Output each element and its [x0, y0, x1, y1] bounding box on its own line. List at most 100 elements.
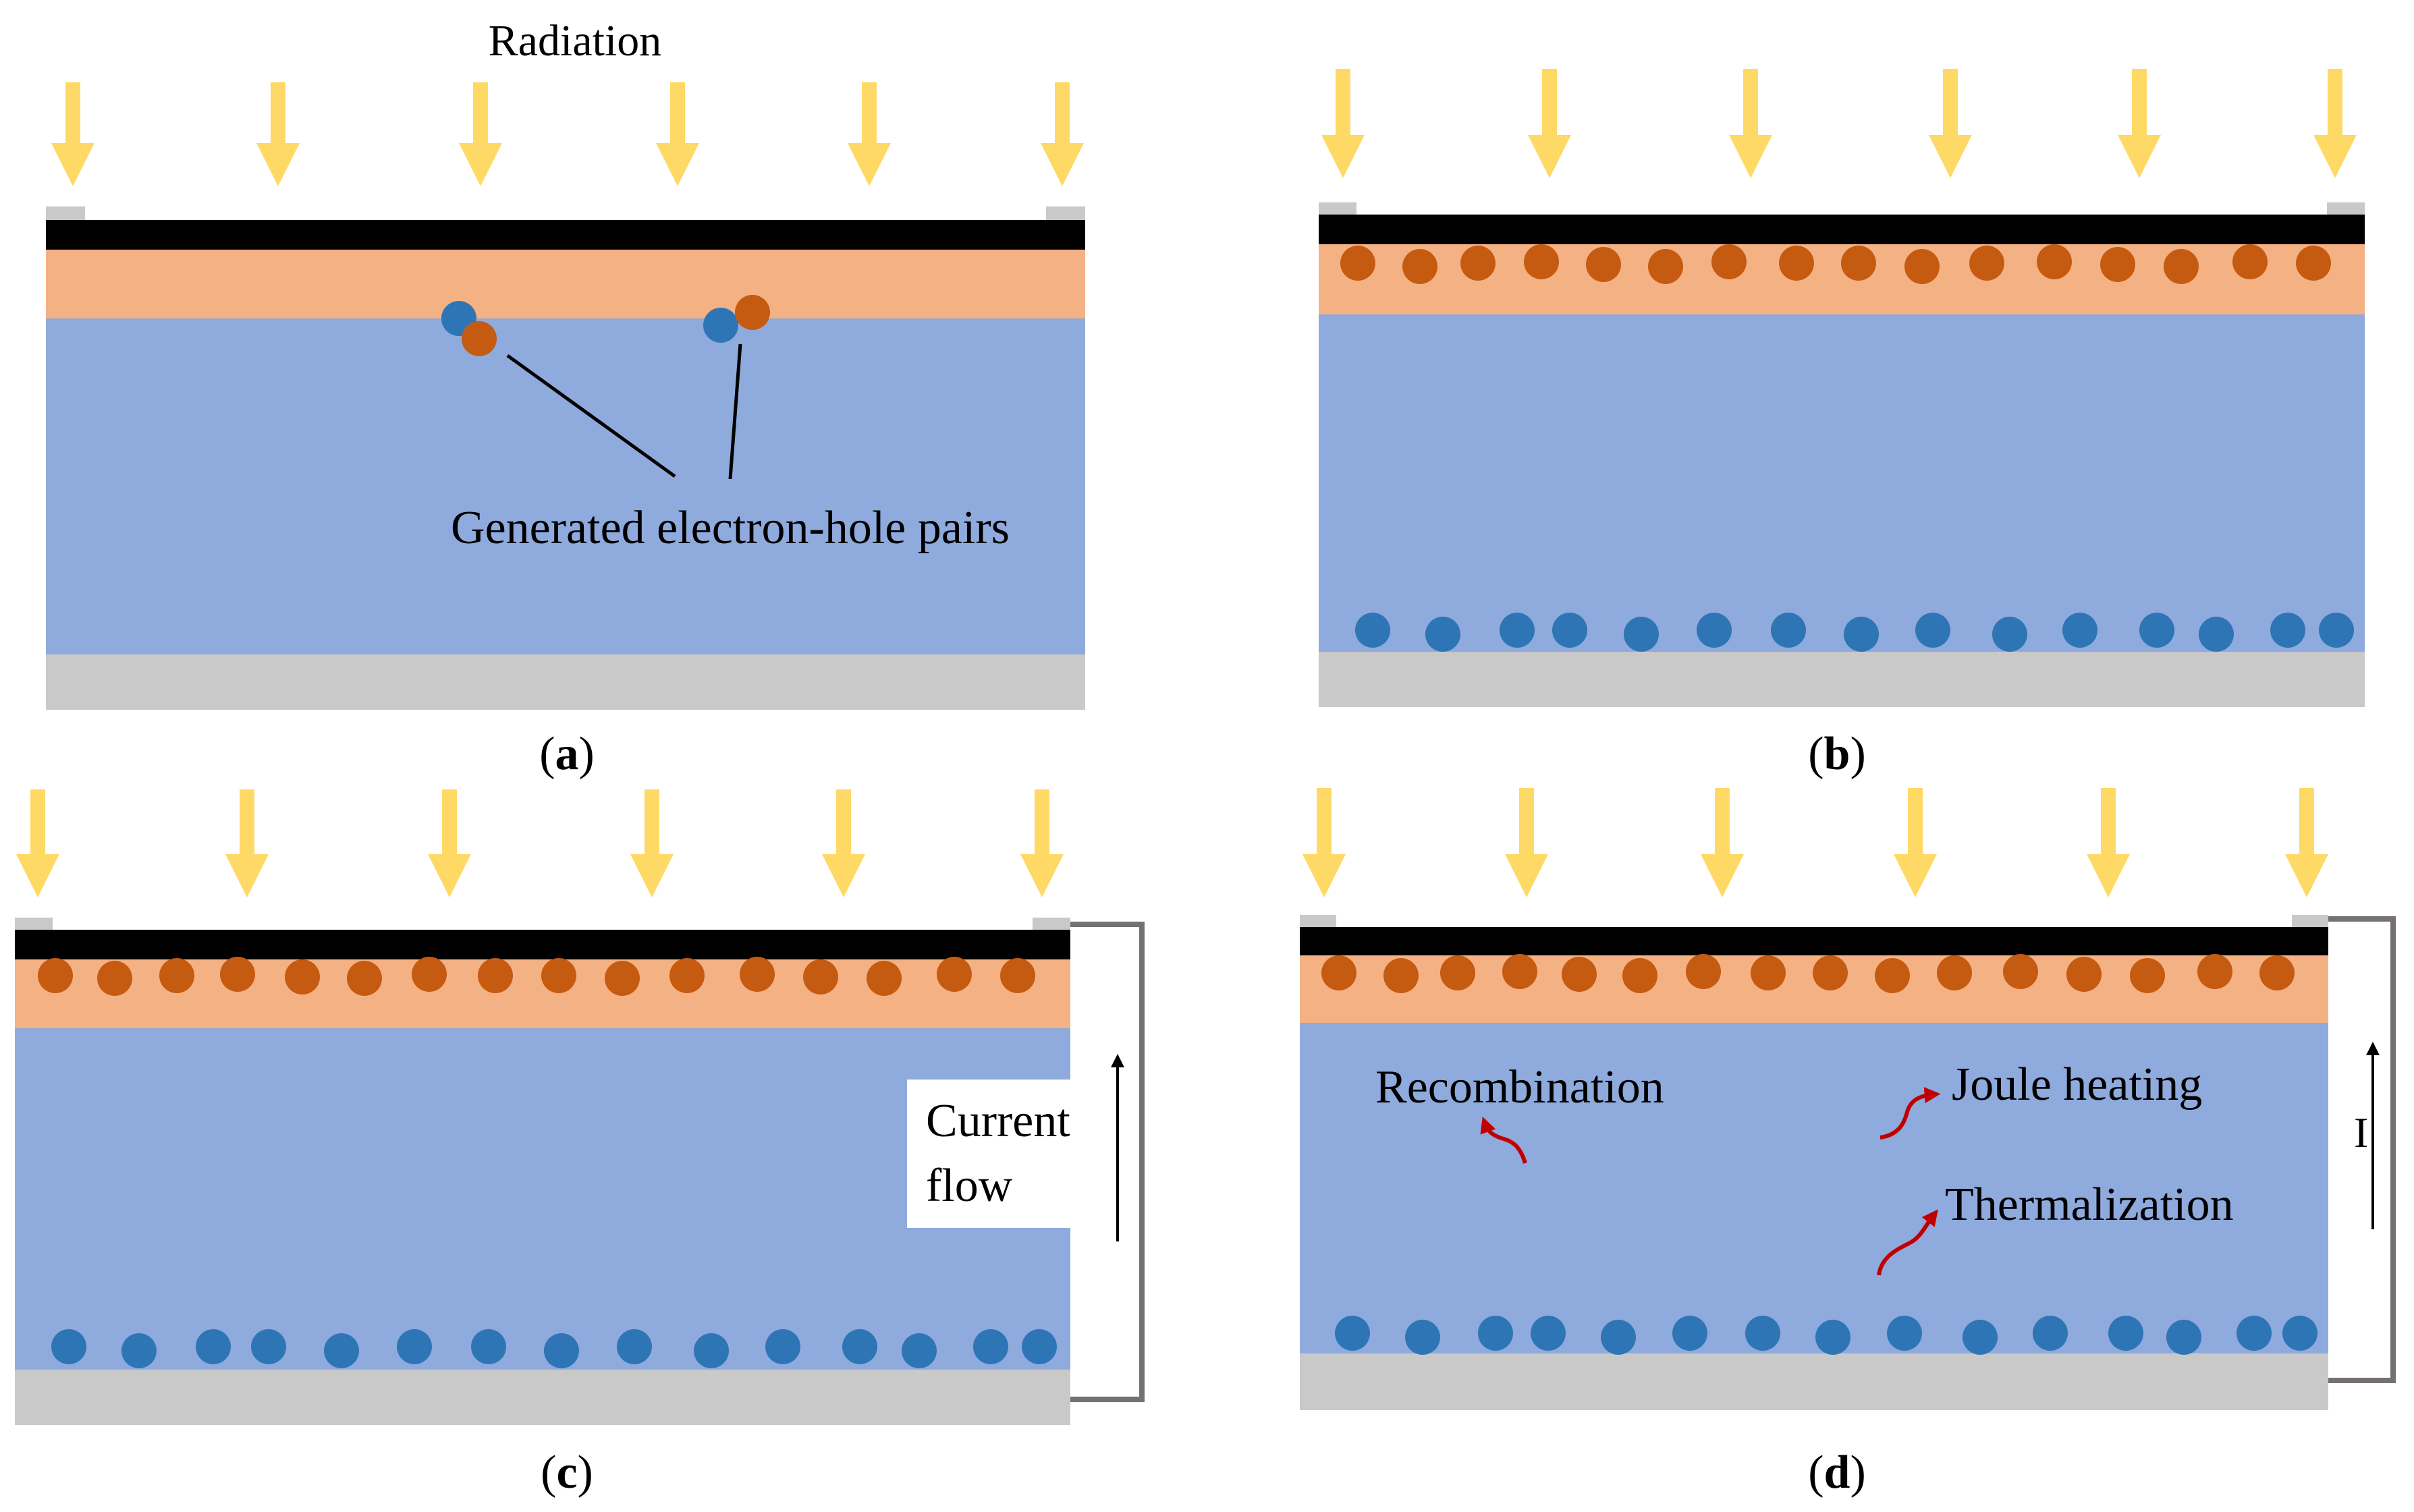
hole: [1000, 958, 1035, 993]
current-label-line1: Current: [926, 1095, 1070, 1147]
thermalization-label: Thermalization: [1945, 1179, 2234, 1231]
hole: [159, 958, 194, 993]
hole: [1524, 244, 1559, 279]
front-contact: [15, 930, 1070, 959]
hole: [2164, 249, 2199, 284]
radiation-label: Radiation: [489, 16, 662, 65]
sunlight-arrow: [16, 789, 59, 897]
hole: [1383, 958, 1419, 993]
hole: [1340, 246, 1375, 281]
hole: [1686, 954, 1721, 989]
electrons-row: [1335, 1316, 2317, 1355]
electron: [324, 1333, 359, 1368]
n-type-layer: [46, 250, 1085, 318]
front-contact: [46, 220, 1085, 250]
hole: [2130, 958, 2165, 993]
front-contact: [1300, 927, 2328, 955]
electron: [1405, 1320, 1440, 1355]
electron: [1601, 1320, 1636, 1355]
external-circuit: [1070, 922, 1145, 1402]
sunlight-arrow: [256, 82, 300, 186]
hole: [740, 957, 775, 992]
hole: [803, 959, 838, 995]
electron: [1771, 613, 1806, 648]
sunlight-arrow: [1041, 82, 1084, 186]
pointer-line: [506, 354, 676, 478]
electron: [1022, 1329, 1057, 1364]
current-label-box: [907, 1080, 1070, 1228]
hole: [38, 958, 73, 993]
holes-row: [38, 957, 1035, 996]
sunlight-arrow: [225, 789, 269, 897]
front-contact-tab-left: [1319, 202, 1356, 216]
sunlight-arrow: [428, 789, 471, 897]
electron: [1992, 617, 2027, 652]
external-circuit: [2328, 916, 2396, 1383]
sunlight-arrow: [1505, 788, 1548, 897]
hole: [669, 958, 705, 993]
front-contact-tab-right: [1046, 206, 1085, 221]
back-contact: [1300, 1353, 2328, 1410]
electrons-row: [1355, 613, 2354, 652]
sunlight-arrow: [1528, 69, 1571, 178]
panel-c: Current flow (c): [15, 789, 1145, 1499]
pair-label: Generated electron-hole pairs: [451, 502, 1010, 554]
caption-c: (c): [541, 1447, 593, 1499]
electron: [973, 1329, 1008, 1364]
hole: [735, 295, 770, 330]
electron: [121, 1333, 157, 1368]
electron: [2166, 1320, 2201, 1355]
sunlight-arrow: [1321, 69, 1365, 178]
caption-d: (d): [1808, 1447, 1866, 1499]
electron: [2139, 613, 2174, 648]
electron: [694, 1333, 729, 1368]
back-contact: [1319, 652, 2365, 707]
sunlight-arrows: [1321, 69, 2357, 178]
holes-row: [1340, 244, 2331, 284]
hole: [937, 957, 972, 992]
electron: [1500, 613, 1535, 648]
hole: [97, 961, 132, 996]
sunlight-arrow: [1302, 788, 1346, 897]
hole: [1841, 246, 1876, 281]
hole: [2296, 246, 2331, 281]
hole: [347, 961, 382, 996]
electron: [1425, 617, 1460, 652]
thermalization-arrow: [1877, 1209, 1938, 1276]
sunlight-arrow: [2118, 69, 2161, 178]
electron: [617, 1329, 652, 1364]
electron: [765, 1329, 800, 1364]
sunlight-arrows: [1302, 788, 2328, 897]
hole: [1875, 958, 1910, 993]
electron: [842, 1329, 877, 1364]
electron: [2319, 613, 2354, 648]
electron: [1963, 1320, 1998, 1355]
electron: [196, 1329, 231, 1364]
electron: [251, 1329, 286, 1364]
front-contact-tab-right: [2327, 202, 2365, 216]
sunlight-arrow: [51, 82, 94, 186]
hole: [1402, 249, 1437, 284]
p-type-layer: [46, 318, 1085, 654]
hole: [2037, 244, 2072, 279]
hole: [1969, 246, 2004, 281]
current-symbol: I: [2354, 1109, 2368, 1156]
electron: [1672, 1316, 1707, 1351]
electron: [471, 1329, 506, 1364]
hole: [285, 959, 320, 995]
panel-b: (b): [1319, 69, 2365, 780]
hole: [2003, 954, 2038, 989]
hole: [1751, 955, 1786, 990]
sunlight-arrow: [1894, 788, 1937, 897]
electron: [1697, 613, 1732, 648]
sunlight-arrow: [848, 82, 891, 186]
holes-row: [1321, 954, 2295, 993]
hole: [2066, 957, 2102, 992]
sunlight-arrow: [2285, 788, 2328, 897]
front-contact-tab-left: [1300, 915, 1336, 928]
hole: [541, 958, 576, 993]
pointer-line: [728, 343, 742, 480]
panel-d: I Recombination Joule heating Thermaliza…: [1300, 788, 2396, 1499]
electron: [2237, 1316, 2272, 1351]
